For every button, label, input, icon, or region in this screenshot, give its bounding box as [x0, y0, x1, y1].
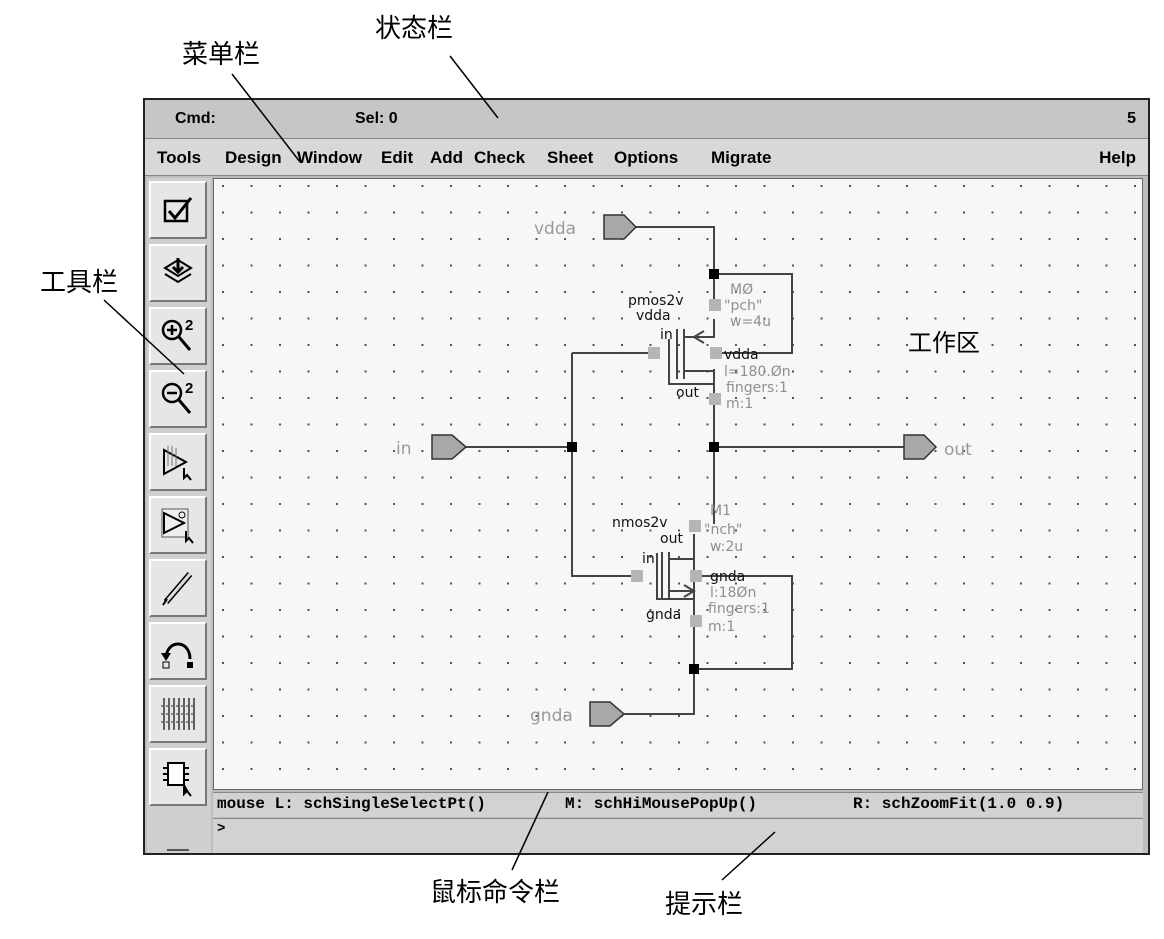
schematic-workspace[interactable]: vdda in out gnda pmos2v vdda in vdda out… — [213, 178, 1143, 790]
menu-window[interactable]: Window — [297, 148, 362, 167]
save-tool[interactable] — [149, 244, 207, 302]
schematic-canvas[interactable]: vdda in out gnda pmos2v vdda in vdda out… — [214, 179, 1142, 789]
check-save-tool[interactable] — [149, 181, 207, 239]
nmos-source-label: gnda — [646, 607, 681, 623]
grid-tool[interactable] — [149, 685, 207, 743]
pmos-transistor — [676, 319, 715, 384]
instance-property-icon — [161, 508, 194, 544]
nmos-instance-name: M1 — [710, 503, 731, 519]
in-pin-shape[interactable] — [431, 434, 468, 460]
pin-out: out — [944, 440, 972, 460]
mouse-command-bar: mouse L: schSingleSelectPt() M: schHiMou… — [213, 792, 1143, 817]
nmos-gate-label: in — [642, 551, 655, 567]
nmos-drain-label: out — [660, 531, 683, 547]
prompt-symbol: > — [217, 821, 226, 837]
pin-vdda: vdda — [534, 219, 576, 239]
menu-help[interactable]: Help — [1099, 148, 1136, 167]
menu-tools[interactable]: Tools — [157, 148, 202, 167]
zoom-in-tool[interactable]: 2 — [149, 307, 207, 365]
menu-migrate[interactable]: Migrate — [711, 148, 772, 167]
prompt-bar[interactable]: > — [213, 818, 1143, 853]
status-bar-annotation: 状态栏 — [375, 14, 454, 44]
selection-count: Sel: 0 — [355, 110, 398, 127]
toolbar-annotation: 工具栏 — [40, 268, 119, 298]
mouse-bar-annotation: 鼠标命令栏 — [430, 878, 561, 908]
grid-dots — [214, 179, 1142, 789]
mouse-right-command: R: schZoomFit(1.0 0.9) — [853, 795, 1065, 813]
zoom-out-icon: 2 — [161, 380, 193, 414]
junctions — [567, 269, 719, 674]
pmos-bulk-label: vdda — [636, 308, 671, 324]
menu-add[interactable]: Add — [430, 148, 464, 167]
io-pins — [431, 214, 938, 727]
pmos-gate-label: in — [660, 327, 673, 343]
pin-gnda: gnda — [530, 706, 573, 726]
pmos-cell-name: pmos2v — [628, 293, 684, 309]
symbol-select-icon — [163, 762, 192, 797]
save-icon — [163, 258, 193, 284]
pmos-fingers: fingers:1 — [726, 380, 788, 396]
check-icon — [163, 197, 193, 223]
menu-design[interactable]: Design — [225, 148, 282, 167]
pmos-width: w=4u — [730, 314, 771, 330]
nmos-width: w:2u — [710, 539, 743, 555]
window-number: 5 — [1127, 110, 1136, 127]
nmos-multiplier: m:1 — [708, 619, 735, 635]
zoom-in-icon: 2 — [161, 317, 193, 351]
toolbar-more-indicator[interactable] — [167, 849, 189, 851]
grid-icon — [161, 698, 196, 730]
menu-bar-annotation: 菜单栏 — [182, 40, 261, 70]
toolbar: 2 2 — [147, 178, 211, 853]
mouse-left-command: mouse L: schSingleSelectPt() — [217, 795, 486, 813]
gnda-pin-shape[interactable] — [589, 701, 626, 727]
pmos-source-label: vdda — [724, 347, 759, 363]
pmos-drain-label: out — [676, 385, 699, 401]
nmos-cell-name: nmos2v — [612, 515, 668, 531]
menu-edit[interactable]: Edit — [381, 148, 414, 167]
cmd-label: Cmd: — [175, 110, 216, 127]
zoom-in-factor: 2 — [185, 317, 193, 334]
mouse-middle-command: M: schHiMousePopUp() — [565, 795, 758, 813]
undo-tool[interactable] — [149, 622, 207, 680]
pmos-multiplier: m:1 — [726, 396, 753, 412]
out-pin-shape[interactable] — [903, 434, 938, 460]
schematic-editor-window: Cmd: Sel: 0 5 Tools Design Window Edit A… — [143, 98, 1150, 855]
nmos-bulk-label: gnda — [710, 569, 745, 585]
vdda-pin-shape[interactable] — [603, 214, 638, 240]
instance-property-tool[interactable] — [149, 496, 207, 554]
zoom-out-factor: 2 — [185, 380, 193, 397]
pmos-instance-name: MØ — [730, 282, 753, 298]
nmos-fingers: fingers:1 — [708, 601, 770, 617]
menu-options[interactable]: Options — [614, 148, 679, 167]
nmos-transistor — [661, 534, 696, 599]
zoom-out-tool[interactable]: 2 — [149, 370, 207, 428]
symbol-select-tool[interactable] — [149, 748, 207, 806]
wire-tool[interactable] — [149, 559, 207, 617]
undo-icon — [161, 642, 193, 669]
add-instance-icon — [163, 446, 192, 481]
terminal-squares — [631, 299, 722, 627]
prompt-bar-annotation: 提示栏 — [665, 890, 744, 920]
pmos-model: "pch" — [724, 298, 762, 314]
add-instance-tool[interactable] — [149, 433, 207, 491]
pmos-length: l=180.Øn — [724, 364, 791, 380]
status-bar: Cmd: Sel: 0 5 — [145, 100, 1148, 139]
menu-bar: Tools Design Window Edit Add Check Sheet… — [145, 139, 1148, 176]
wire-pencil-icon — [162, 572, 193, 606]
pin-in: in — [396, 439, 412, 459]
nmos-length: l:18Øn — [710, 585, 756, 601]
workspace-annotation: 工作区 — [908, 323, 980, 358]
menu-sheet[interactable]: Sheet — [547, 148, 594, 167]
nmos-model: "nch" — [704, 522, 742, 538]
menu-check[interactable]: Check — [474, 148, 526, 167]
